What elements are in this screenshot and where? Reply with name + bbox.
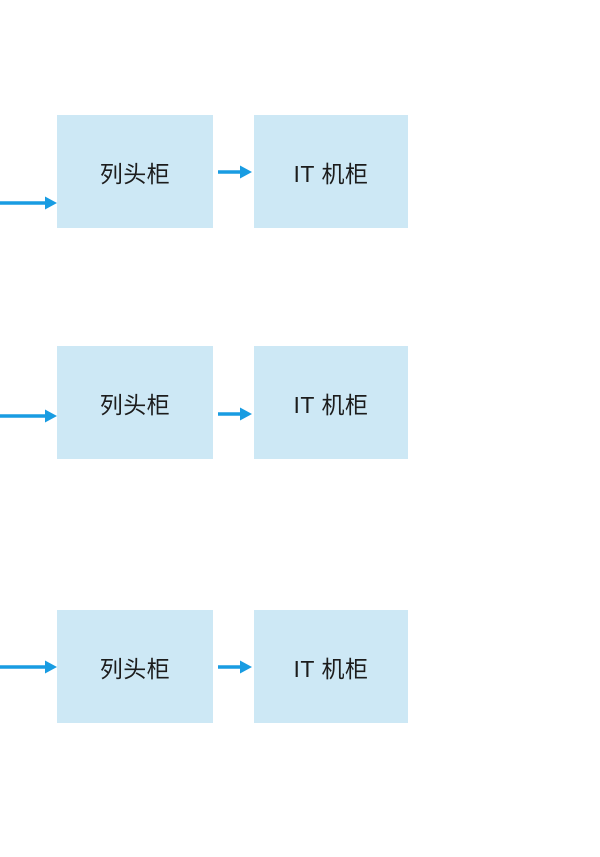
node-it-cabinet: IT 机柜 <box>254 346 408 459</box>
node-label: IT 机柜 <box>293 391 369 418</box>
incoming-arrow-right-icon <box>0 660 57 674</box>
node-label: 列头柜 <box>99 160 171 187</box>
node-label: IT 机柜 <box>293 160 369 187</box>
connector-arrow-right-icon <box>218 165 252 179</box>
node-row-head-cabinet: 列头柜 <box>57 610 213 723</box>
connector-arrow-right-icon <box>218 660 252 674</box>
node-row-head-cabinet: 列头柜 <box>57 346 213 459</box>
node-label: 列头柜 <box>99 655 171 682</box>
connector-arrow-right-icon <box>218 407 252 421</box>
incoming-arrow-right-icon <box>0 196 57 210</box>
node-label: IT 机柜 <box>293 655 369 682</box>
node-it-cabinet: IT 机柜 <box>254 610 408 723</box>
node-it-cabinet: IT 机柜 <box>254 115 408 228</box>
node-row-head-cabinet: 列头柜 <box>57 115 213 228</box>
incoming-arrow-right-icon <box>0 409 57 423</box>
node-label: 列头柜 <box>99 391 171 418</box>
